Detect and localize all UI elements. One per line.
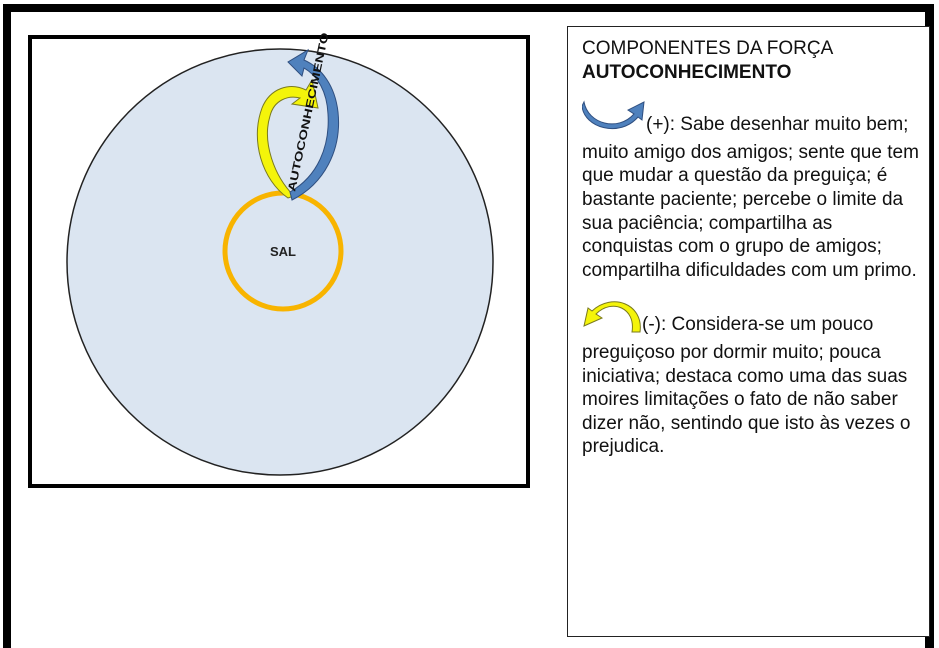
legend-positive-text: (+): Sabe desenhar muito bem; muito amig… [582, 114, 919, 281]
legend-positive-entry: (+): Sabe desenhar muito bem; muito amig… [581, 98, 919, 282]
blue-curved-up-arrow-icon [581, 98, 646, 141]
legend-title-line2: AUTOCONHECIMENTO [582, 61, 792, 83]
environment-circle [66, 48, 494, 476]
legend-title: COMPONENTES DA FORÇA AUTOCONHECIMENTO [582, 37, 919, 84]
center-label: SAL [270, 244, 296, 259]
negative-force-arrow-icon [256, 78, 319, 199]
legend-title-line1: COMPONENTES DA FORÇA [582, 38, 834, 59]
legend-negative-text: (-): Considera-se um pouco preguiçoso po… [582, 314, 911, 458]
diagram: SAL AUTOCONHECIMENTO [28, 31, 530, 488]
positive-force-arrow-icon [287, 48, 340, 201]
legend-negative-entry: (-): Considera-se um pouco preguiçoso po… [582, 300, 919, 459]
legend-box: COMPONENTES DA FORÇA AUTOCONHECIMENTO (+… [567, 26, 930, 637]
yellow-curved-down-arrow-icon [582, 300, 642, 341]
